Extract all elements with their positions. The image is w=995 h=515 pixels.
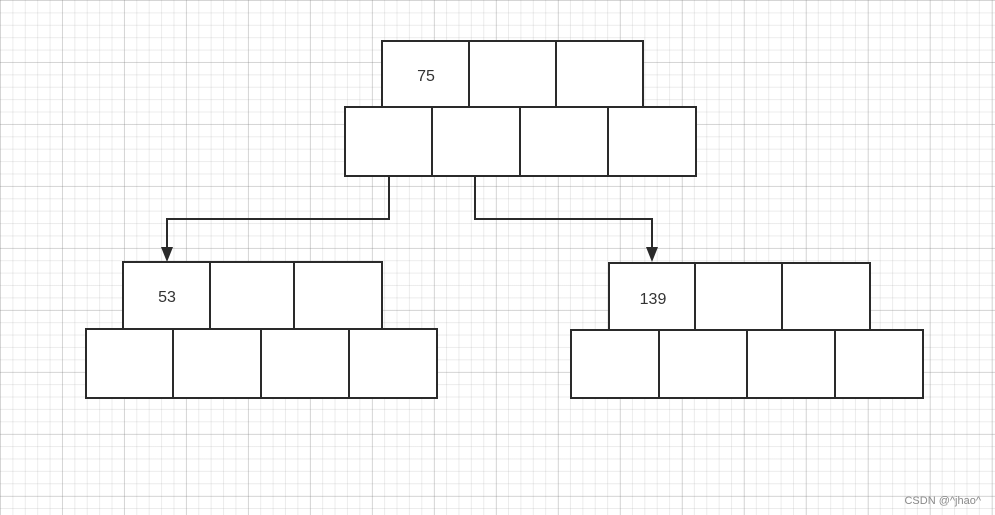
right-key-row: 139	[608, 262, 871, 331]
root-pointer-cell-1	[344, 106, 433, 177]
right-pointer-cell-3	[746, 329, 836, 399]
edge-root-to-left	[161, 176, 390, 262]
right-pointer-cell-1	[570, 329, 660, 399]
root-key-cell-2	[468, 40, 557, 108]
right-pointer-cell-4	[834, 329, 924, 399]
left-key-cell-2	[209, 261, 295, 330]
right-key-cell-3	[781, 262, 871, 331]
right-child-node: 139	[570, 262, 924, 399]
arrowhead-right	[646, 247, 658, 262]
root-key-row: 75	[381, 40, 644, 108]
root-pointer-row	[344, 106, 697, 177]
root-key-cell-3	[555, 40, 644, 108]
right-pointer-row	[570, 329, 924, 399]
root-pointer-cell-3	[519, 106, 609, 177]
arrowhead-left	[161, 247, 173, 262]
root-key-1: 75	[417, 68, 435, 85]
left-key-1: 53	[158, 289, 176, 306]
left-pointer-row	[85, 328, 438, 399]
watermark-text: CSDN @^jhao^	[904, 495, 981, 507]
right-key-1: 139	[640, 291, 667, 308]
left-pointer-cell-2	[172, 328, 262, 399]
edge-root-to-right	[474, 176, 658, 262]
left-key-cell-3	[293, 261, 383, 330]
left-key-row: 53	[122, 261, 383, 330]
right-pointer-cell-2	[658, 329, 748, 399]
root-node: 75	[344, 40, 697, 177]
left-pointer-cell-1	[85, 328, 174, 399]
edge-line-right	[474, 176, 653, 250]
left-pointer-cell-4	[348, 328, 438, 399]
edge-line-left	[166, 176, 390, 250]
root-pointer-cell-2	[431, 106, 521, 177]
right-key-cell-2	[694, 262, 783, 331]
left-child-node: 53	[85, 261, 438, 399]
root-pointer-cell-4	[607, 106, 697, 177]
left-pointer-cell-3	[260, 328, 350, 399]
